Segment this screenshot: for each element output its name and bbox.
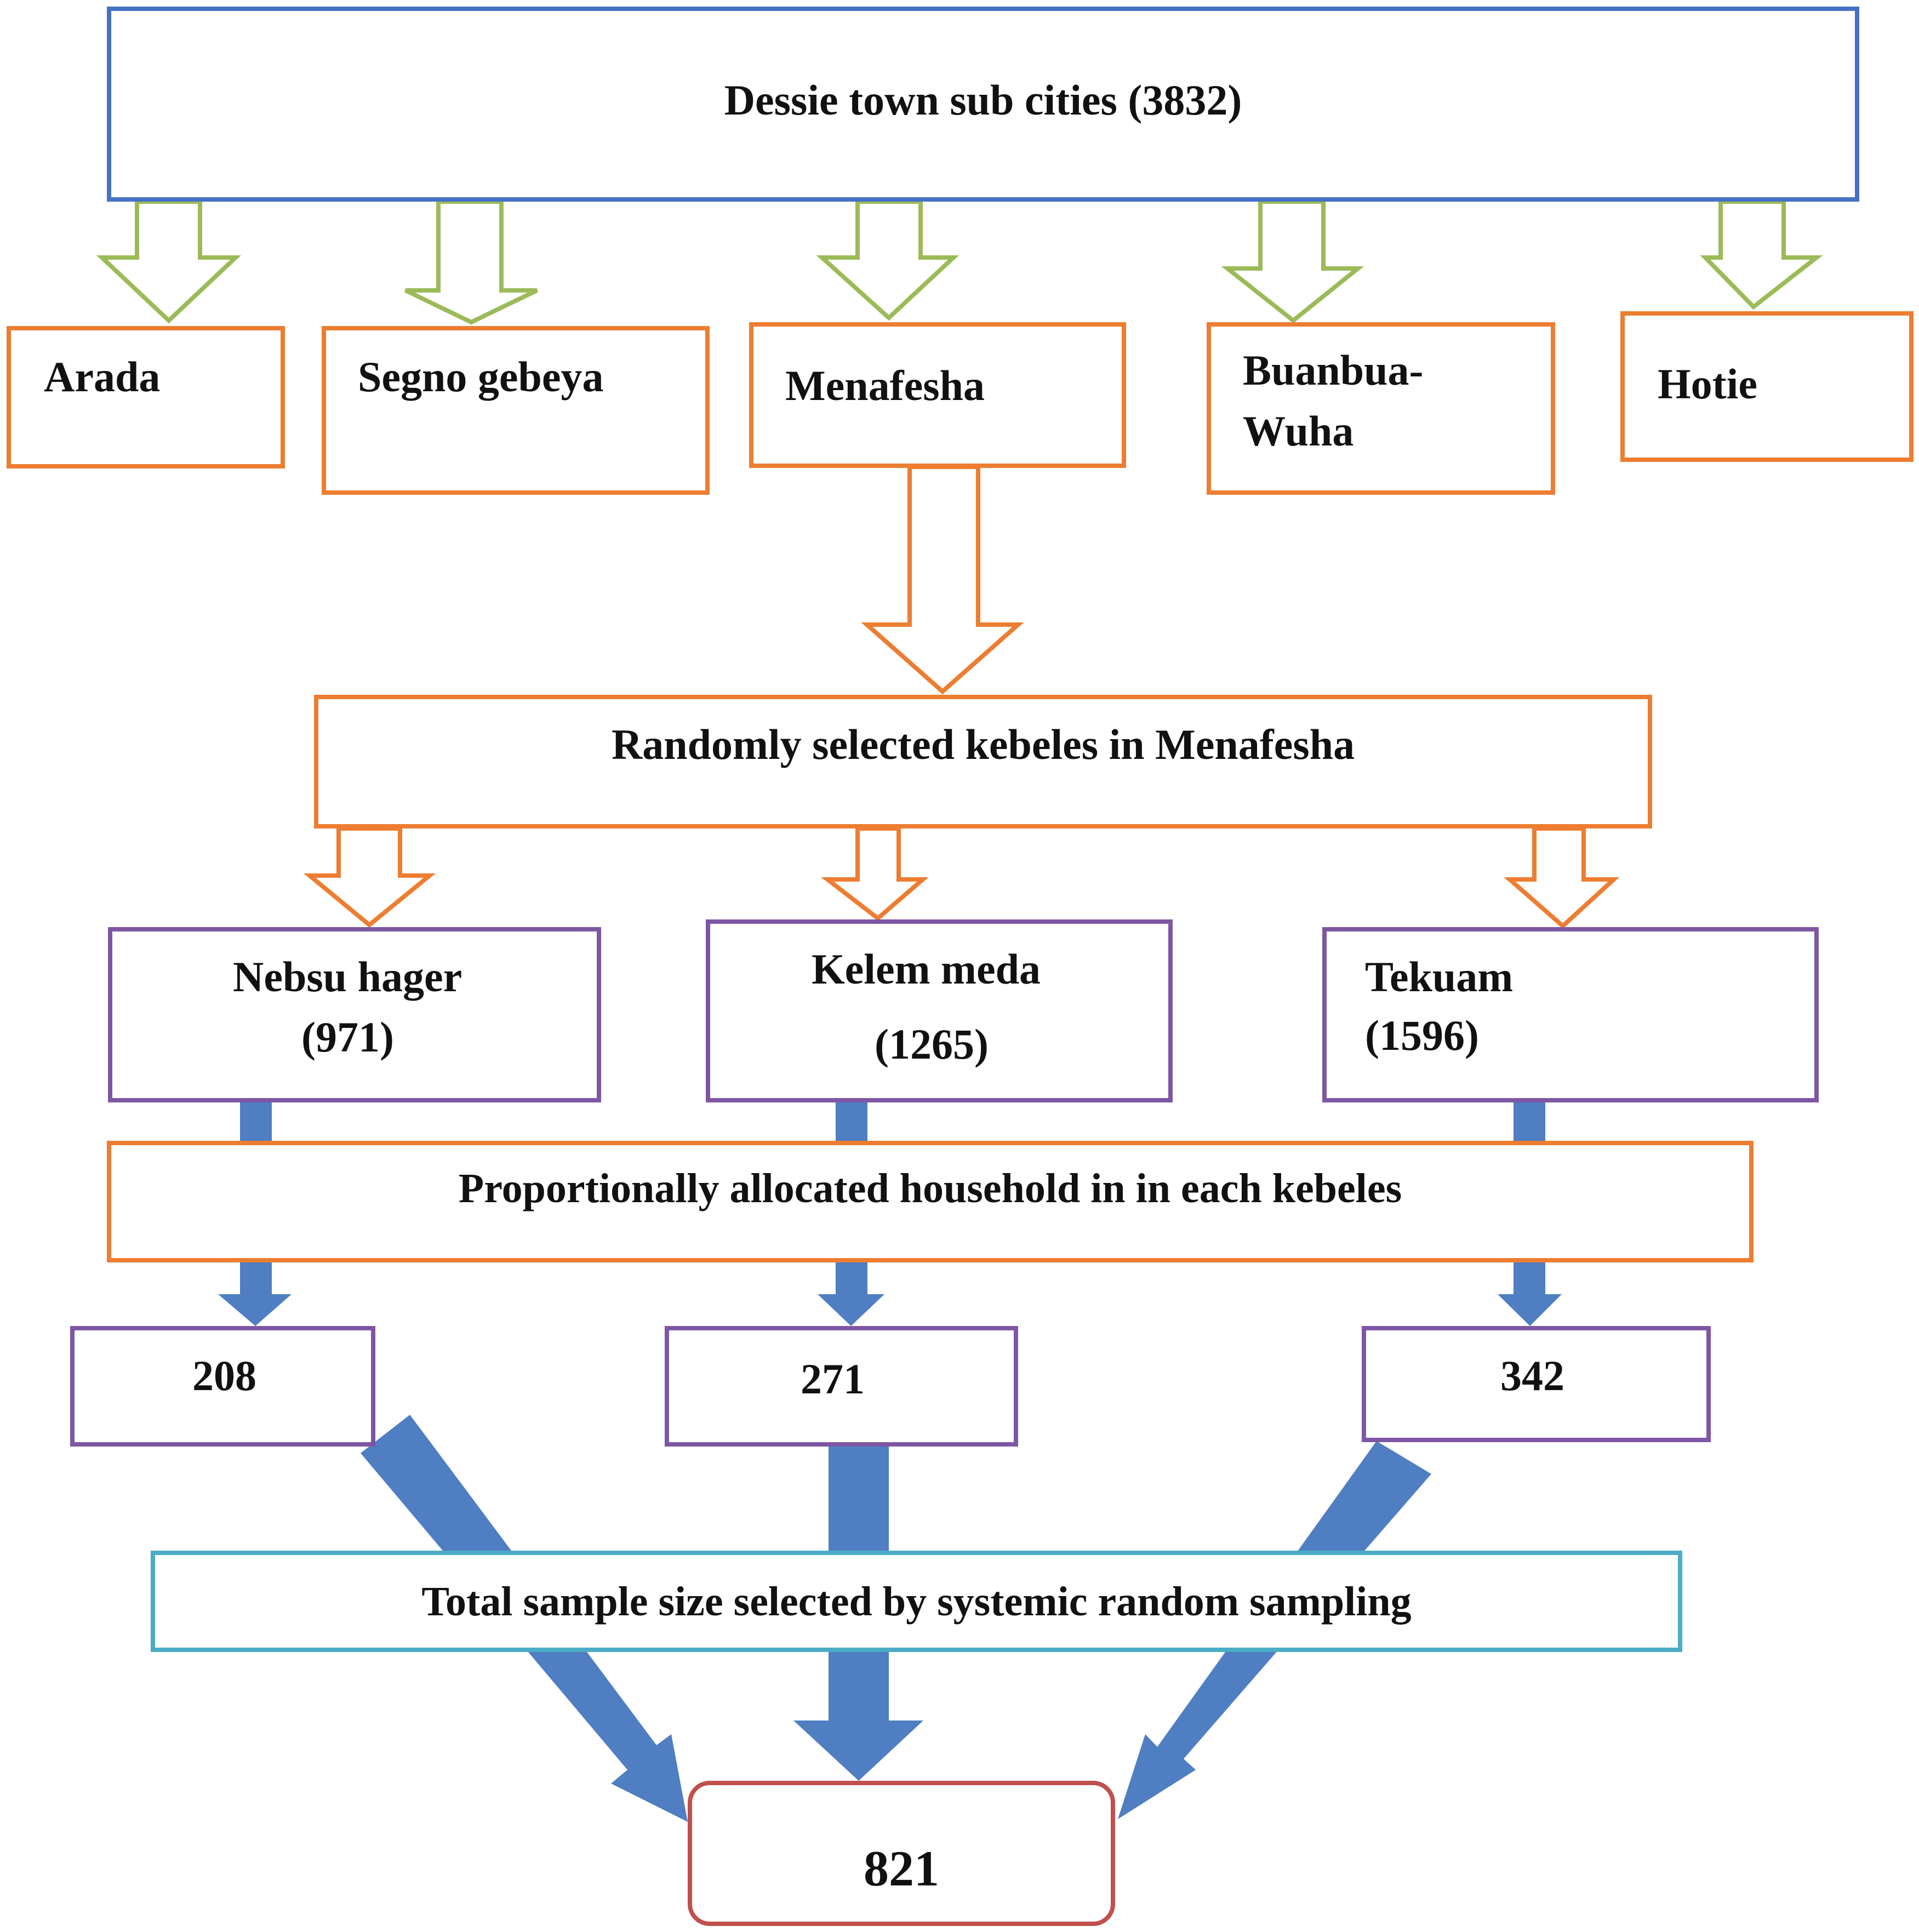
arrow-tekuam-to-342-head (1498, 1294, 1562, 1326)
kebele-count: (1596) (1365, 1011, 1479, 1059)
allocated-box-208: 208 (70, 1326, 375, 1447)
arrow-to-arada (96, 199, 242, 324)
total-sample-size-label: Total sample size selected by systemic r… (421, 1579, 1412, 1625)
sub-city-box-hotie: Hotie (1620, 311, 1914, 462)
randomly-selected-kebeles-box: Randomly selected kebeles in Menafesha (314, 695, 1652, 828)
sub-city-label: Buanbua- (1243, 346, 1424, 394)
arrow-to-nebsu-hager (303, 826, 436, 928)
proportional-allocation-box: Proportionally allocated household in in… (107, 1141, 1754, 1262)
sub-city-box-buanbua-wuha: Buanbua- Wuha (1207, 322, 1555, 495)
arrow-kelem-to-271-head (818, 1294, 884, 1326)
arrow-to-buanbua (1221, 199, 1364, 324)
kebele-name: Tekuam (1365, 953, 1514, 1001)
arrow-to-menafesha (816, 199, 960, 321)
randomly-selected-label: Randomly selected kebeles in Menafesha (611, 721, 1355, 768)
allocated-box-342: 342 (1362, 1326, 1711, 1442)
sub-city-box-menafesha: Menafesha (749, 322, 1126, 468)
allocated-value: 342 (1500, 1352, 1564, 1399)
allocated-value: 271 (801, 1355, 865, 1403)
sub-city-label: Hotie (1658, 360, 1757, 408)
sub-city-label: Segno gebeya (358, 353, 604, 401)
final-total-value: 821 (864, 1840, 939, 1896)
arrow-to-kelem-meda (821, 826, 929, 922)
sub-city-box-segno-gebeya: Segno gebeya (322, 326, 710, 495)
sub-city-label-line-2: Wuha (1243, 407, 1354, 455)
kebele-box-kelem-meda: Kelem meda (1265) (706, 919, 1173, 1102)
sub-city-box-arada: Arada (7, 326, 285, 468)
total-sample-size-box: Total sample size selected by systemic r… (151, 1551, 1682, 1652)
proportional-allocation-label: Proportionally allocated household in in… (458, 1165, 1402, 1211)
kebele-name: Kelem meda (812, 945, 1041, 993)
final-total-box: 821 (688, 1781, 1115, 1926)
top-box-label: Dessie town sub cities (3832) (724, 76, 1242, 124)
arrow-menafesha-to-kebeles (861, 465, 1024, 695)
arrow-to-segno-gebeya (404, 199, 538, 325)
arrow-nebsu-to-208-head (218, 1294, 292, 1326)
kebele-name: Nebsu hager (233, 953, 462, 1001)
allocated-box-271: 271 (665, 1326, 1018, 1447)
kebele-box-tekuam: Tekuam (1596) (1322, 927, 1819, 1102)
sub-city-label: Menafesha (785, 362, 985, 409)
top-box-dessie-sub-cities: Dessie town sub cities (3832) (107, 7, 1859, 202)
kebele-count: (1265) (875, 1020, 989, 1068)
arrow-to-hotie (1700, 199, 1823, 310)
allocated-value: 208 (192, 1352, 256, 1399)
sub-city-label: Arada (44, 353, 161, 401)
arrow-to-tekuam (1504, 826, 1620, 929)
kebele-count: (971) (301, 1013, 394, 1061)
kebele-box-nebsu-hager: Nebsu hager (971) (108, 927, 601, 1102)
